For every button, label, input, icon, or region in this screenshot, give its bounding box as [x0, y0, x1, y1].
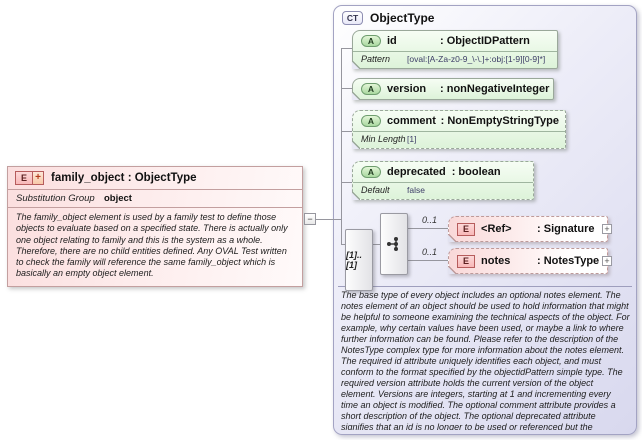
- connector-line-version: [341, 88, 352, 89]
- attribute-name: deprecated: [387, 166, 446, 178]
- connector-line-deprecated: [341, 182, 352, 183]
- connector-line-spine: [341, 48, 342, 245]
- connector-line-comment: [341, 131, 352, 132]
- collapse-toggle-icon: −: [307, 213, 313, 224]
- sequence-icon: [387, 237, 398, 251]
- element-header: E + family_object : ObjectType: [8, 167, 302, 189]
- element-documentation: The family_object element is used by a f…: [8, 207, 302, 286]
- expand-button[interactable]: +: [602, 224, 612, 234]
- attribute-icon: A: [361, 166, 381, 178]
- element-icon: E: [457, 222, 476, 236]
- connector-line-id: [341, 48, 352, 49]
- element-icon: E +: [15, 171, 45, 185]
- attribute-name: id: [387, 35, 397, 47]
- attribute-facet-row: Min Length [1]: [353, 131, 565, 148]
- attribute-header: A id : ObjectIDPattern: [353, 31, 557, 51]
- element-plus-icon: +: [32, 172, 44, 184]
- attribute-header: A comment : NonEmptyStringType: [353, 111, 565, 131]
- sequence-compositor[interactable]: [380, 213, 408, 275]
- expand-icon: +: [604, 223, 610, 234]
- element-name: <Ref>: [481, 223, 512, 235]
- attribute-type: : boolean: [451, 166, 501, 178]
- collapse-toggle[interactable]: −: [304, 213, 316, 225]
- attribute-icon: A: [361, 115, 381, 127]
- attribute-facet-row: Pattern [oval:[A-Za-z0-9_\-\.]+:obj:[1-9…: [353, 51, 557, 68]
- connector-line-notes: [408, 260, 448, 261]
- facet-value: [1]: [407, 134, 417, 144]
- complex-type-title: ObjectType: [370, 11, 435, 25]
- complex-type-documentation: The base type of every object includes a…: [341, 290, 630, 430]
- connector-line-ref: [408, 228, 448, 229]
- complex-type-icon: CT: [342, 11, 363, 25]
- element-node-notes[interactable]: E notes : NotesType +: [448, 248, 612, 274]
- element-icon-letter: E: [21, 173, 28, 183]
- facet-label: Pattern: [361, 54, 391, 64]
- attribute-icon: A: [361, 83, 381, 95]
- documentation-divider: [338, 286, 632, 287]
- attribute-header: A version : nonNegativeInteger: [353, 79, 553, 99]
- facet-value: false: [407, 185, 425, 195]
- notes-cardinality: 0..1: [422, 247, 438, 257]
- element-title: family_object : ObjectType: [51, 172, 197, 184]
- element-name: notes: [481, 255, 511, 267]
- attribute-type: : ObjectIDPattern: [440, 35, 530, 47]
- facet-label: Default: [361, 185, 390, 195]
- attribute-type: : nonNegativeInteger: [440, 83, 550, 95]
- attribute-name: version: [387, 83, 427, 95]
- complex-type-header: CT ObjectType: [334, 6, 636, 30]
- expand-button[interactable]: +: [602, 256, 612, 266]
- attribute-node-deprecated[interactable]: A deprecated : boolean Default false: [352, 161, 534, 200]
- ref-cardinality: 0..1: [422, 215, 438, 225]
- attribute-name: comment: [387, 115, 436, 127]
- sequence-cardinality: [1]..[1]: [345, 229, 373, 291]
- element-node-ref[interactable]: E <Ref> : Signature +: [448, 216, 612, 242]
- element-type: : NotesType: [537, 255, 600, 267]
- substitution-group-label: Substitution Group: [16, 193, 95, 204]
- substitution-group-row: Substitution Group object: [8, 189, 302, 207]
- attribute-icon: A: [361, 35, 381, 47]
- element-icon-letter: E: [463, 256, 470, 266]
- facet-value: [oval:[A-Za-z0-9_\-\.]+:obj:[1-9][0-9]*]: [407, 54, 546, 64]
- attribute-node-id[interactable]: A id : ObjectIDPattern Pattern [oval:[A-…: [352, 30, 558, 69]
- element-icon-letter: E: [463, 224, 470, 234]
- substitution-group-value: object: [104, 193, 132, 204]
- attribute-node-version[interactable]: A version : nonNegativeInteger: [352, 78, 554, 100]
- attribute-type: : NonEmptyStringType: [440, 115, 559, 127]
- expand-icon: +: [604, 255, 610, 266]
- attribute-header: A deprecated : boolean: [353, 162, 533, 182]
- connector-line-entry: [316, 219, 342, 220]
- element-icon: E: [457, 254, 476, 268]
- element-type: : Signature: [537, 223, 595, 235]
- attribute-node-comment[interactable]: A comment : NonEmptyStringType Min Lengt…: [352, 110, 566, 149]
- element-node-family-object[interactable]: E + family_object : ObjectType Substitut…: [7, 166, 303, 287]
- facet-label: Min Length: [361, 134, 406, 144]
- attribute-facet-row: Default false: [353, 182, 533, 199]
